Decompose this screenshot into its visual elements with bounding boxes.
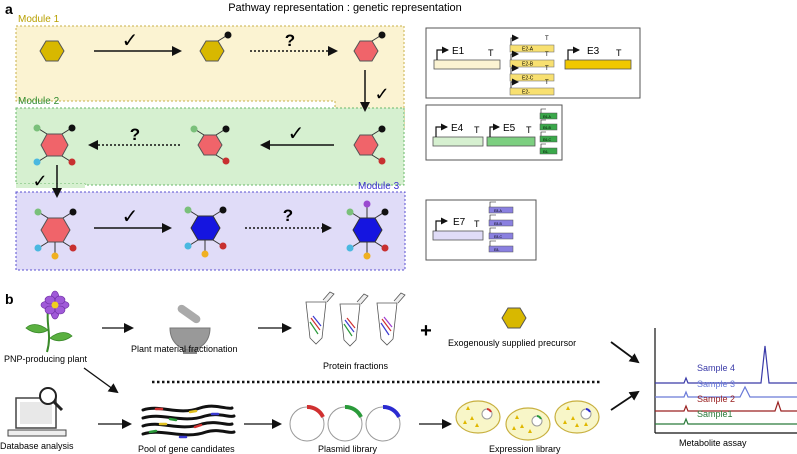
flow-arrow-to-assay-top [610, 341, 640, 364]
panel-b-letter: b [5, 291, 14, 307]
database-label: Database analysis [0, 441, 74, 451]
gene-e5: E5 T [486, 123, 536, 147]
svg-text:T: T [545, 52, 549, 58]
svg-text:E2-A: E2-A [522, 47, 534, 53]
panel-a-letter: a [5, 1, 13, 17]
module3-label: Module 3 [358, 181, 400, 192]
gene-e7: E7 T [432, 217, 484, 241]
fractionation-label: Plant material fractionation [131, 344, 238, 354]
svg-text:T: T [474, 219, 480, 229]
trace-sample3 [655, 385, 797, 398]
known-step-check-5: ✓ [122, 206, 139, 228]
svg-text:E6-: E6- [543, 150, 549, 154]
svg-text:E8-B: E8-B [494, 222, 502, 226]
svg-text:E8-C: E8-C [494, 235, 502, 239]
flow-arrow-plant-pool [83, 367, 119, 394]
svg-text:E7: E7 [453, 217, 466, 228]
sample3-label: Sample 3 [697, 379, 735, 389]
panel-a-title: Pathway representation : genetic represe… [228, 2, 462, 14]
gene-e4: E4 T [432, 123, 484, 147]
intermediate-7-hexagon [184, 206, 227, 258]
svg-text:E6-C: E6-C [543, 138, 551, 142]
unknown-step-q-1: ? [285, 31, 295, 50]
gene-e6-variants: E6-A E6-B E6-C E6- [539, 108, 558, 155]
svg-text:E2-: E2- [522, 90, 530, 96]
known-step-check-2: ✓ [374, 84, 389, 104]
gene-e8-variants: E8-A E8-B E8-C E8- [488, 201, 514, 253]
intermediate-2-hexagon [353, 31, 386, 62]
precursor-hexagon [39, 40, 65, 62]
known-step-check-4: ✓ [32, 171, 47, 191]
plant-label: PNP-producing plant [4, 354, 88, 364]
intermediate-3-hexagon [353, 125, 386, 165]
svg-text:E4: E4 [451, 123, 464, 134]
assay-label: Metabolite assay [679, 438, 747, 448]
known-step-check-3: ✓ [288, 123, 305, 145]
module2-label: Module 2 [18, 96, 60, 107]
precursor-hexagon-b [501, 307, 527, 329]
trace-sample1 [655, 417, 797, 425]
svg-text:T: T [545, 66, 549, 72]
trace-sample4 [655, 345, 797, 384]
module1-label: Module 1 [18, 14, 60, 25]
svg-text:T: T [616, 48, 622, 58]
gene-pool-icon [141, 404, 236, 439]
svg-text:E2-B: E2-B [522, 62, 534, 68]
genetic-box-module2 [425, 104, 563, 161]
expression-label: Expression library [489, 444, 561, 454]
svg-text:T: T [526, 125, 532, 135]
plasmid-label: Plasmid library [318, 444, 378, 454]
final-product-hexagon [346, 200, 389, 260]
intermediate-5-hexagon [33, 124, 76, 166]
chromatogram: Sample 4 Sample 3 Sample 2 Sample1 [654, 328, 797, 434]
unknown-step-q-3: ? [283, 206, 293, 225]
unknown-step-q-2: ? [130, 125, 140, 144]
svg-text:E1: E1 [452, 46, 465, 57]
gene-e3: E3 T [564, 46, 632, 70]
intermediate-4-hexagon [190, 125, 230, 165]
gene-e1: E1 T [433, 46, 501, 70]
plasmid-icons [289, 405, 401, 442]
svg-text:E6-B: E6-B [543, 126, 551, 130]
svg-text:E2-C: E2-C [522, 76, 534, 82]
sample1-label: Sample1 [697, 409, 733, 419]
pool-label: Pool of gene candidates [138, 444, 235, 454]
flow-arrow-to-assay-bottom [610, 390, 640, 411]
svg-text:T: T [545, 80, 549, 86]
gene-e2-variants: E2-A E2-B E2-C E2- T T T T [509, 34, 555, 96]
svg-text:E5: E5 [503, 123, 516, 134]
svg-text:E6-A: E6-A [543, 115, 551, 119]
protein-fractions-label: Protein fractions [323, 361, 389, 371]
svg-text:E3: E3 [587, 46, 600, 57]
svg-text:E8-: E8- [494, 248, 500, 252]
genetic-box-module3 [425, 199, 537, 261]
intermediate-1-hexagon [199, 31, 232, 62]
computer-icon [7, 387, 67, 437]
svg-text:T: T [474, 125, 480, 135]
sample2-label: Sample 2 [697, 394, 735, 404]
protein-tube-icons [305, 291, 406, 347]
trace-sample2 [655, 400, 797, 412]
known-step-check-1: ✓ [122, 30, 139, 52]
sample4-label: Sample 4 [697, 363, 735, 373]
svg-text:T: T [545, 36, 549, 42]
intermediate-6-hexagon [34, 208, 77, 260]
precursor-label: Exogenously supplied precursor [448, 338, 576, 348]
plus-sign: + [420, 320, 432, 342]
svg-text:E8-A: E8-A [494, 209, 502, 213]
svg-text:T: T [488, 48, 494, 58]
flower-icon [25, 290, 73, 353]
expression-cell-icons [455, 400, 600, 441]
mortar-icon [169, 304, 211, 354]
